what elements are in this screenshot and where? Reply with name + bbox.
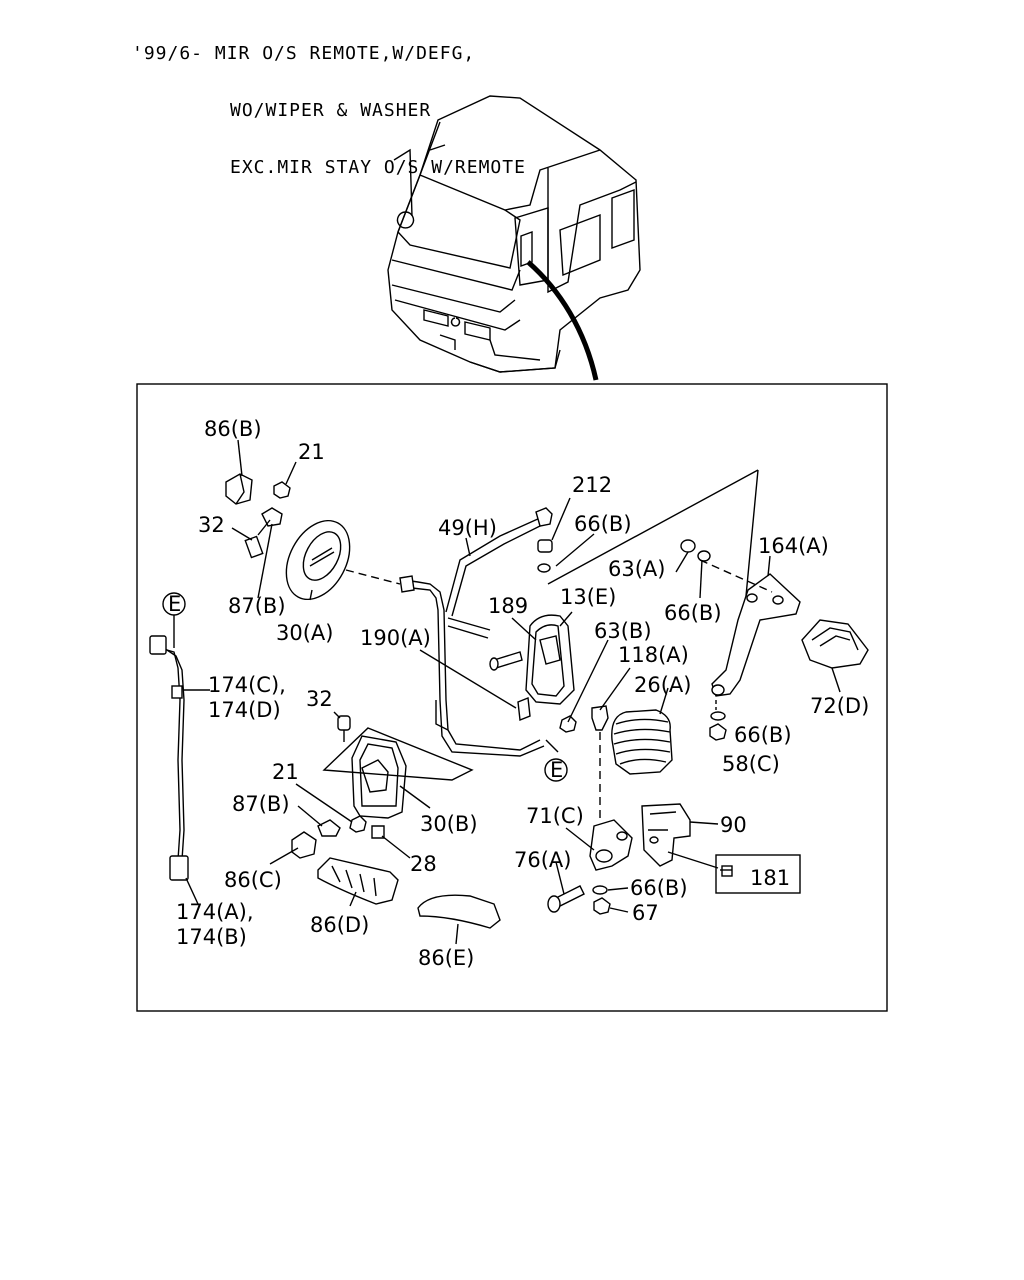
callout-174a: 174(A), xyxy=(176,900,254,924)
callout-87b-upper: 87(B) xyxy=(228,594,286,618)
part-190a-bolt xyxy=(517,697,531,721)
callout-86c: 86(C) xyxy=(224,868,282,892)
part-49h-stay-pipe xyxy=(399,507,553,757)
callout-181: 181 xyxy=(750,866,790,890)
part-118a-fitting xyxy=(591,705,609,820)
callout-28: 28 xyxy=(410,852,437,876)
callout-63a: 63(A) xyxy=(608,557,665,581)
callout-71c: 71(C) xyxy=(526,804,584,828)
callout-118a: 118(A) xyxy=(618,643,689,667)
ref-circle-e-lower xyxy=(544,758,568,782)
callout-174b: 174(B) xyxy=(176,925,247,949)
part-87b-clip-upper xyxy=(261,507,283,527)
callout-58c: 58(C) xyxy=(722,752,780,776)
callout-21-upper: 21 xyxy=(298,440,325,464)
callout-72d: 72(D) xyxy=(810,694,869,718)
part-13e-mirror-head xyxy=(525,614,575,705)
callout-86d: 86(D) xyxy=(310,913,369,937)
part-32-screw-upper xyxy=(244,519,271,559)
callout-174c: 174(C), xyxy=(208,673,286,697)
part-67-nut xyxy=(593,897,611,915)
part-72d-cover xyxy=(801,619,869,669)
diagram-header: '99/6- MIR O/S REMOTE,W/DEFG, WO/WIPER &… xyxy=(132,6,526,196)
part-32-screw-lower xyxy=(337,715,351,742)
callout-67: 67 xyxy=(632,901,659,925)
callout-66b-bracket: 66(B) xyxy=(664,601,722,625)
part-86e-cover xyxy=(417,894,501,929)
part-174-harness xyxy=(149,635,189,881)
callout-86e: 86(E) xyxy=(418,946,474,970)
part-63a-nut xyxy=(680,539,696,553)
callout-66b-top: 66(B) xyxy=(574,512,632,536)
part-76a-bolt xyxy=(547,885,585,913)
part-26a-boot xyxy=(611,709,673,775)
part-21-nut-upper xyxy=(273,481,291,499)
part-86d-garnish xyxy=(317,857,399,905)
ref-label-e-lower: E xyxy=(550,758,563,782)
detail-frame xyxy=(136,383,888,1012)
header-line-2: WO/WIPER & WASHER xyxy=(230,100,432,121)
part-30b-mirror-square xyxy=(351,735,407,819)
ref-circle-e-upper xyxy=(162,592,186,616)
callout-32-lower: 32 xyxy=(306,687,333,711)
callout-32-upper: 32 xyxy=(198,513,225,537)
ref-label-e-upper: E xyxy=(168,592,181,616)
part-86b-cover xyxy=(225,473,253,505)
callout-66b-bottom: 66(B) xyxy=(630,876,688,900)
part-71c-bracket xyxy=(589,819,633,871)
callout-212: 212 xyxy=(572,473,612,497)
part-86c-cap xyxy=(291,831,317,859)
callout-181-marker xyxy=(721,865,733,877)
part-189-bolt xyxy=(489,651,523,671)
part-58c-nut xyxy=(709,723,727,741)
callout-90: 90 xyxy=(720,813,747,837)
part-66b-washer-a xyxy=(537,563,551,573)
part-90-bracket xyxy=(641,803,719,869)
callout-63b: 63(B) xyxy=(594,619,652,643)
callout-174d: 174(D) xyxy=(208,698,281,722)
leader-to-detail xyxy=(526,260,599,381)
callout-30b: 30(B) xyxy=(420,812,478,836)
part-212-bushing xyxy=(537,539,553,553)
part-21-nut-lower xyxy=(349,815,367,833)
part-30a-mirror-round xyxy=(285,519,401,601)
callout-66b-right: 66(B) xyxy=(734,723,792,747)
part-66b-washer-b xyxy=(697,550,711,562)
callout-labels: 86(B) 21 32 87(B) 30(A) 49(H) 212 66(B) … xyxy=(168,417,869,970)
callout-21-lower: 21 xyxy=(272,760,299,784)
truck-cab-illustration xyxy=(387,95,641,373)
callout-26a: 26(A) xyxy=(634,673,691,697)
part-164a-bracket xyxy=(711,573,801,697)
leader-lines xyxy=(173,439,841,945)
part-66b-washer-d xyxy=(592,885,608,895)
header-line-3: EXC.MIR STAY O/S W/REMOTE xyxy=(230,157,526,178)
part-63b-nut xyxy=(559,715,577,733)
callout-86b: 86(B) xyxy=(204,417,262,441)
header-line-1: '99/6- MIR O/S REMOTE,W/DEFG, xyxy=(132,43,476,64)
callout-164a: 164(A) xyxy=(758,534,829,558)
part-87b-clip-lower xyxy=(317,819,341,837)
part-66b-washer-c xyxy=(710,711,726,721)
construction-lines xyxy=(322,469,773,781)
callout-49h: 49(H) xyxy=(438,516,497,540)
callout-190a: 190(A) xyxy=(360,626,431,650)
callout-30a: 30(A) xyxy=(276,621,333,645)
callout-87b-lower: 87(B) xyxy=(232,792,290,816)
callout-13e: 13(E) xyxy=(560,585,616,609)
callout-181-box xyxy=(715,854,801,894)
callout-76a: 76(A) xyxy=(514,848,571,872)
callout-189: 189 xyxy=(488,594,528,618)
